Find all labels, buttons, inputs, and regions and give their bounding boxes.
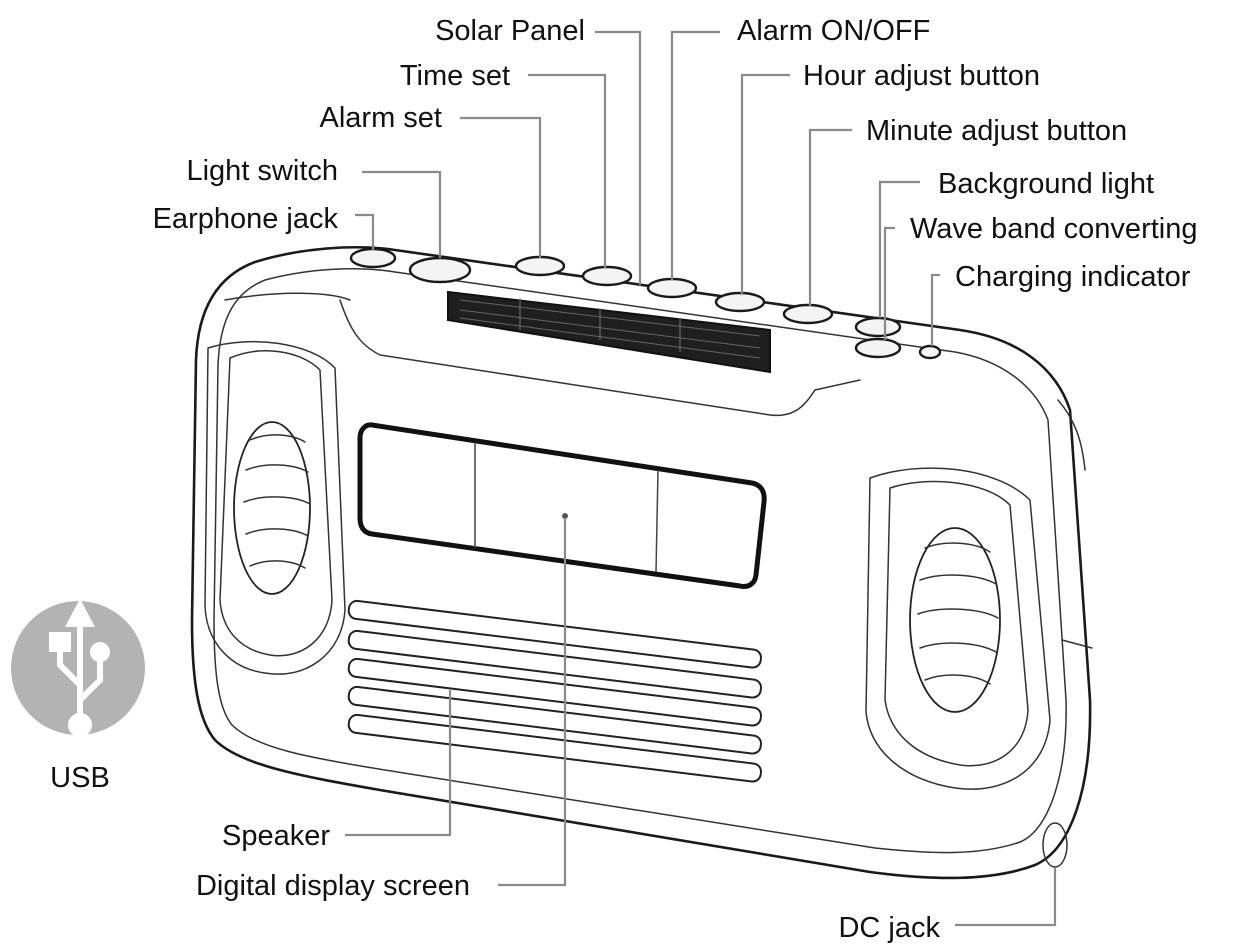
background-light-button[interactable] [854, 316, 902, 338]
solar-panel [447, 290, 771, 374]
label-dc-jack: DC jack [838, 912, 940, 944]
leader-time-set [528, 73, 607, 268]
time-set-button[interactable] [581, 265, 633, 287]
alarm-on-off-button[interactable] [646, 277, 698, 299]
top-left-ridge [224, 292, 351, 301]
leader-wave-band [883, 226, 895, 340]
leader-digital-display [498, 518, 567, 887]
label-time-set: Time set [400, 60, 510, 92]
leader-solar-panel [595, 30, 642, 285]
right-edge-ridge [1057, 399, 1086, 471]
front-face [204, 340, 1068, 868]
right-edge-seam [1061, 639, 1093, 649]
leader-lines [345, 30, 1057, 927]
label-speaker: Speaker [222, 820, 330, 852]
label-usb: USB [50, 762, 110, 794]
leader-background-light [878, 180, 920, 318]
leader-alarm-set [460, 116, 542, 258]
label-charging-indicator: Charging indicator [955, 261, 1191, 293]
top-panel-edge [339, 299, 861, 417]
minute-adjust-button[interactable] [782, 303, 834, 325]
charging-indicator-light [918, 344, 942, 360]
leader-dc-jack [955, 868, 1057, 927]
digital-display-screen [357, 422, 767, 589]
leader-alarm-on-off [670, 30, 720, 280]
leader-speaker [345, 690, 452, 837]
label-earphone-jack: Earphone jack [153, 203, 339, 235]
dc-jack-port[interactable] [1042, 822, 1068, 868]
leader-minute-adjust [808, 128, 852, 306]
right-crank-knob[interactable] [865, 467, 1051, 790]
radio-outer-shell [190, 246, 1092, 880]
label-digital-display: Digital display screen [196, 870, 470, 902]
usb-badge [11, 598, 145, 737]
leader-charging-indicator [930, 273, 940, 346]
label-minute-adjust: Minute adjust button [866, 115, 1127, 147]
label-solar-panel: Solar Panel [435, 15, 585, 47]
speaker-grille [347, 599, 762, 783]
radio-body [190, 246, 1093, 880]
leader-earphone-jack [355, 213, 375, 250]
label-alarm-on-off: Alarm ON/OFF [737, 15, 930, 47]
top-controls [349, 247, 942, 374]
left-crank-knob[interactable] [204, 340, 346, 675]
labels: Solar Panel Alarm ON/OFF Time set Hour a… [50, 15, 1197, 944]
light-switch[interactable] [408, 256, 472, 284]
wave-band-button[interactable] [854, 337, 902, 359]
leader-light-switch [362, 170, 442, 258]
hour-adjust-button[interactable] [714, 291, 766, 313]
label-hour-adjust: Hour adjust button [803, 60, 1040, 92]
radio-inner-shell [213, 267, 1067, 854]
label-wave-band: Wave band converting [910, 213, 1197, 245]
alarm-set-button[interactable] [514, 255, 566, 277]
label-alarm-set: Alarm set [320, 102, 442, 134]
usb-icon [49, 598, 110, 737]
label-background-light: Background light [938, 168, 1154, 200]
label-light-switch: Light switch [186, 155, 338, 187]
earphone-jack[interactable] [349, 247, 397, 269]
leader-hour-adjust [740, 73, 790, 295]
